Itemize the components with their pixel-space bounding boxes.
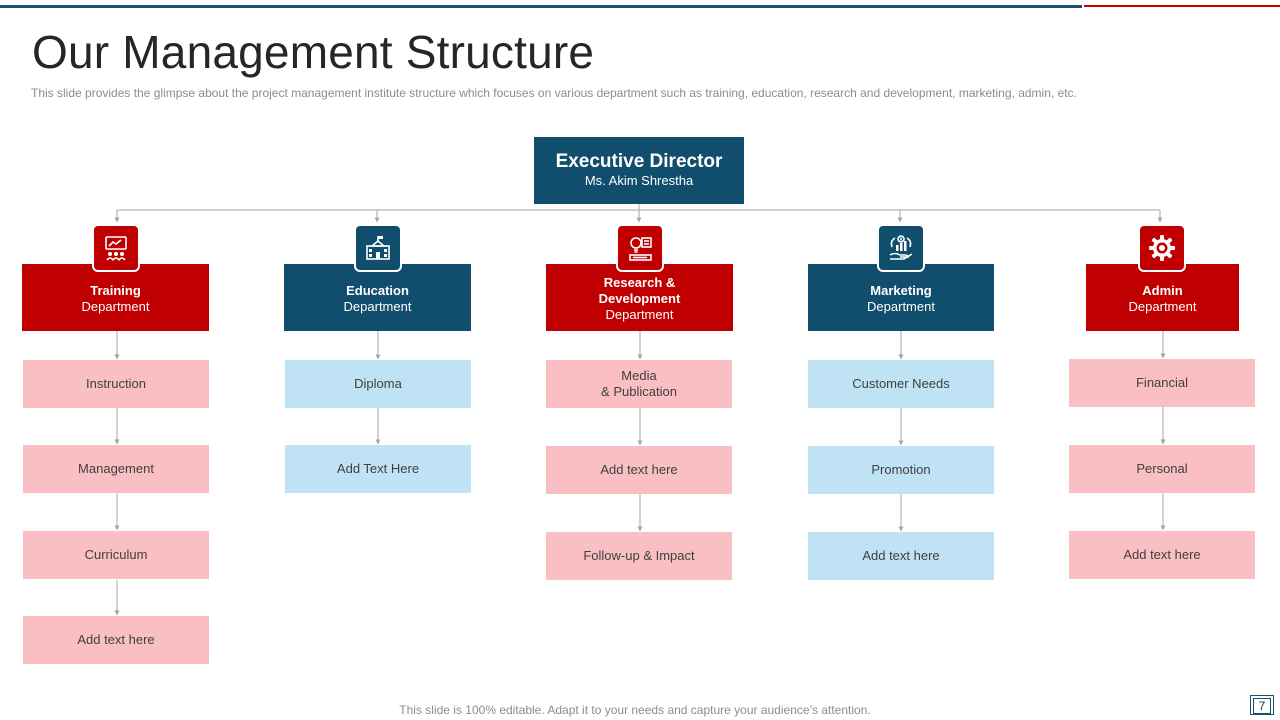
list-item: Add Text Here [285, 445, 471, 493]
department-sub: Department [867, 298, 935, 314]
school-building-icon [354, 224, 402, 272]
gear-icon [1138, 224, 1186, 272]
list-item-line: & Publication [601, 384, 677, 399]
list-item: Instruction [23, 360, 209, 408]
department-sub: Department [605, 306, 674, 322]
page-number: 7 [1250, 695, 1274, 715]
executive-director-box: Executive Director Ms. Akim Shrestha [534, 137, 744, 204]
department-name: Admin [1142, 282, 1183, 298]
training-department-box: Training Department [22, 264, 209, 331]
department-name: Training [90, 282, 141, 298]
page-number-value: 7 [1253, 698, 1271, 714]
page-title: Our Management Structure [32, 26, 595, 78]
list-item: Add text here [808, 532, 994, 580]
department-name-line1: Research & [603, 274, 676, 290]
list-item: Management [23, 445, 209, 493]
department-sub: Department [343, 298, 412, 314]
list-item: Add text here [546, 446, 732, 494]
department-name-line2: Development [598, 290, 681, 306]
marketing-department-box: Marketing Department [808, 264, 994, 331]
top-accent-line-red [1084, 5, 1280, 7]
page-subtitle: This slide provides the glimpse about th… [31, 86, 1077, 100]
department-sub: Department [81, 298, 150, 314]
list-item: Diploma [285, 360, 471, 408]
list-item: Promotion [808, 446, 994, 494]
list-item: Add text here [1069, 531, 1255, 579]
department-name: Education [346, 282, 409, 298]
list-item: Financial [1069, 359, 1255, 407]
executive-name: Ms. Akim Shrestha [584, 173, 694, 188]
list-item-line: Media [621, 368, 657, 383]
list-item: Add text here [23, 616, 209, 664]
list-item: Follow-up & Impact [546, 532, 732, 580]
footer-note: This slide is 100% editable. Adapt it to… [399, 703, 871, 717]
list-item: Personal [1069, 445, 1255, 493]
department-name: Marketing [870, 282, 932, 298]
marketing-strategy-icon [877, 224, 925, 272]
education-department-box: Education Department [284, 264, 471, 331]
list-item: Customer Needs [808, 360, 994, 408]
executive-title: Executive Director [555, 151, 723, 172]
presentation-icon [92, 224, 140, 272]
idea-bulb-icon [616, 224, 664, 272]
list-item: Media & Publication [546, 360, 732, 408]
admin-department-box: Admin Department [1086, 264, 1239, 331]
department-sub: Department [1128, 298, 1197, 314]
list-item: Curriculum [23, 531, 209, 579]
research-development-department-box: Research & Development Department [546, 264, 733, 331]
top-accent-line [0, 5, 1082, 8]
